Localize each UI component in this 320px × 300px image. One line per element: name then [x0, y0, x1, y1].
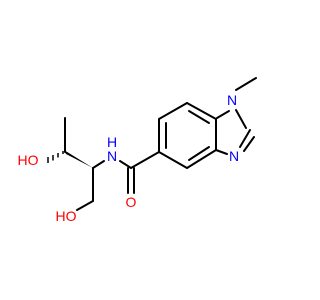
bond-c5-carbonyl	[130, 151, 160, 169]
atom-label-amide-h: H	[107, 134, 117, 150]
bond-c7-c7a-inner	[188, 110, 210, 124]
bond-c7a-c7	[186, 102, 217, 120]
atom-label-carbonyl-o: O	[126, 194, 137, 210]
bond-c2-n3-double	[243, 136, 255, 152]
atom-labels: N N H N O HO HO	[18, 92, 240, 224]
bond-c5-c4	[158, 151, 188, 169]
bond-n-methyl	[235, 77, 257, 91]
bond-c4-c3a-inner	[188, 146, 210, 161]
bond-n3-c3a	[215, 149, 228, 155]
bonds	[47, 77, 257, 211]
bond-n-calpha	[92, 160, 105, 169]
atom-label-n1: N	[227, 92, 237, 108]
bond-n1-c7a	[216, 110, 230, 119]
bond-carbonyl-n	[119, 160, 132, 169]
structure-svg: N N H N O HO HO	[18, 77, 257, 224]
bond-c4-c3a	[186, 149, 217, 169]
atom-label-lower-oh: HO	[56, 208, 77, 224]
atom-label-upper-oh: HO	[18, 152, 39, 168]
bond-n1-c2	[235, 109, 247, 129]
bond-c7-c6	[158, 102, 188, 120]
hash-bond-cbeta-oh	[47, 151, 64, 163]
molecule-diagram: N N H N O HO HO	[18, 77, 257, 224]
atom-label-n3: N	[229, 148, 239, 164]
bond-c2-n3	[239, 129, 251, 148]
wedge-bond-calpha-cbeta	[64, 150, 93, 168]
bond-ch2-oh	[76, 200, 94, 211]
atom-label-amide-n: N	[107, 148, 117, 164]
